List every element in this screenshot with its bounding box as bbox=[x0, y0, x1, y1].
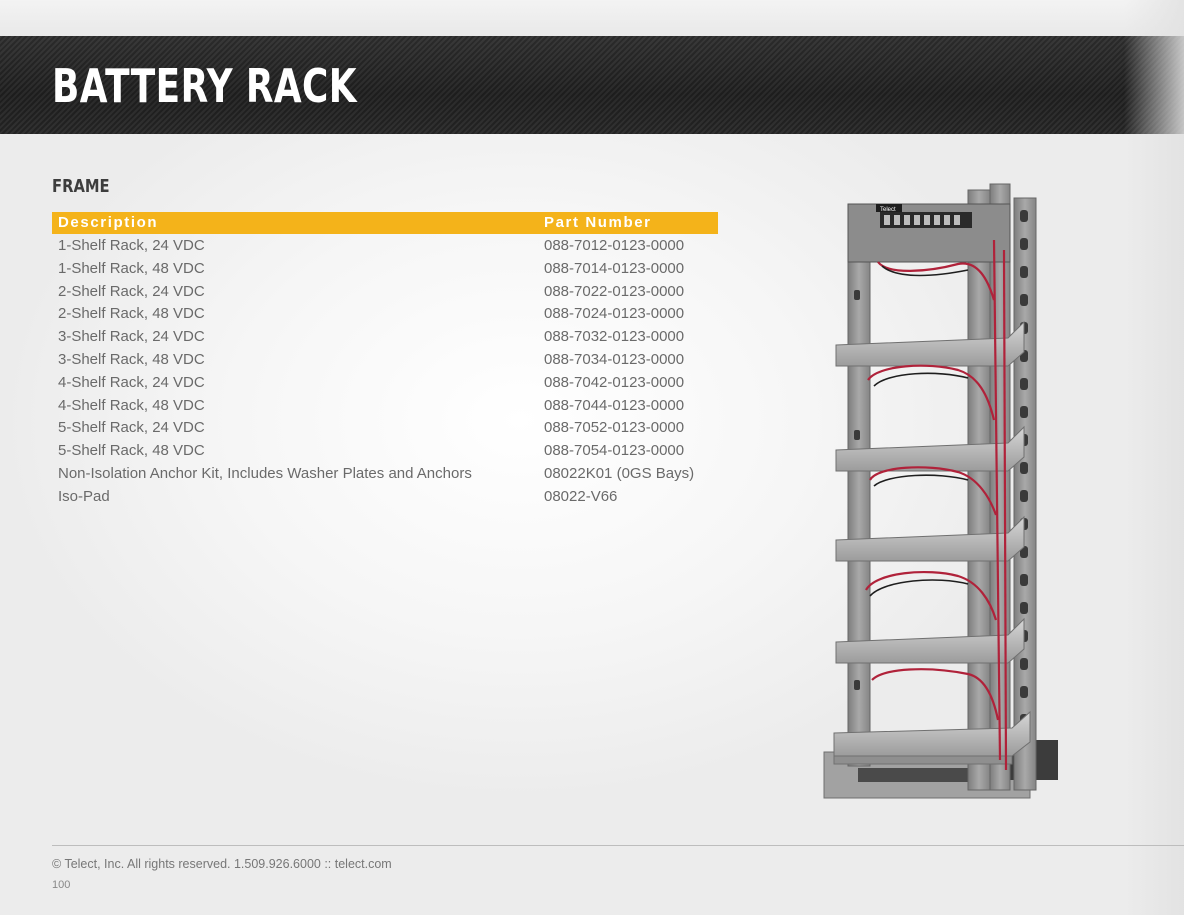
row-description: 1-Shelf Rack, 24 VDC bbox=[58, 237, 205, 254]
row-part-number: 08022K01 (0GS Bays) bbox=[544, 464, 695, 482]
row-description: 3-Shelf Rack, 24 VDC bbox=[58, 328, 205, 346]
row-part-number: 088-7022-0123-0000 bbox=[544, 282, 685, 300]
top-margin bbox=[0, 0, 1184, 36]
row-part-number: 088-7012-0123-0000 bbox=[544, 237, 685, 254]
page-title: BATTERY RACK bbox=[52, 59, 357, 113]
row-part-number: 088-7054-0123-0000 bbox=[544, 442, 685, 460]
row-description: Non-Isolation Anchor Kit, Includes Washe… bbox=[58, 464, 472, 482]
row-part-number: 088-7014-0123-0000 bbox=[544, 259, 685, 277]
table-row: 3-Shelf Rack, 48 VDC 088-7034-0123-0000 bbox=[52, 349, 718, 372]
header-band bbox=[0, 36, 1184, 134]
table-row: 3-Shelf Rack, 24 VDC 088-7032-0123-0000 bbox=[52, 326, 718, 349]
row-description: 2-Shelf Rack, 24 VDC bbox=[58, 282, 205, 300]
column-header-description: Description bbox=[58, 214, 159, 231]
table-row: 2-Shelf Rack, 24 VDC 088-7022-0123-0000 bbox=[52, 281, 718, 304]
page-number: 100 bbox=[52, 879, 71, 891]
row-part-number: 088-7024-0123-0000 bbox=[544, 305, 685, 323]
battery-rack-photo: Telect bbox=[823, 183, 1058, 799]
row-description: 1-Shelf Rack, 48 VDC bbox=[58, 259, 205, 277]
table-row: 5-Shelf Rack, 24 VDC 088-7052-0123-0000 bbox=[52, 417, 718, 440]
page-edge-shadow bbox=[1124, 0, 1184, 915]
row-part-number: 088-7044-0123-0000 bbox=[544, 396, 685, 414]
row-part-number: 088-7032-0123-0000 bbox=[544, 328, 685, 346]
table-row: 2-Shelf Rack, 48 VDC 088-7024-0123-0000 bbox=[52, 303, 718, 326]
row-description: 3-Shelf Rack, 48 VDC bbox=[58, 350, 205, 368]
row-part-number: 088-7042-0123-0000 bbox=[544, 373, 685, 391]
row-description: 4-Shelf Rack, 24 VDC bbox=[58, 373, 205, 391]
row-description: 4-Shelf Rack, 48 VDC bbox=[58, 396, 205, 414]
section-heading: FRAME bbox=[52, 176, 110, 197]
footer-divider bbox=[52, 845, 1184, 846]
row-description: 5-Shelf Rack, 48 VDC bbox=[58, 442, 205, 460]
row-description: Iso-Pad bbox=[58, 487, 110, 505]
table-row: Non-Isolation Anchor Kit, Includes Washe… bbox=[52, 463, 718, 486]
row-part-number: 088-7052-0123-0000 bbox=[544, 419, 685, 437]
table-row: 1-Shelf Rack, 48 VDC 088-7014-0123-0000 bbox=[52, 258, 718, 281]
column-header-part-number: Part Number bbox=[544, 214, 652, 231]
parts-table: 1-Shelf Rack, 24 VDC 088-7012-0123-0000 1… bbox=[52, 235, 718, 509]
table-row: Iso-Pad 08022-V66 bbox=[52, 486, 718, 509]
row-part-number: 08022-V66 bbox=[544, 487, 618, 505]
row-part-number: 088-7034-0123-0000 bbox=[544, 350, 685, 368]
table-row: 1-Shelf Rack, 24 VDC 088-7012-0123-0000 bbox=[52, 235, 718, 258]
rack-panel-label: Telect bbox=[880, 207, 896, 213]
row-description: 5-Shelf Rack, 24 VDC bbox=[58, 419, 205, 437]
table-header: Description Part Number bbox=[52, 212, 718, 234]
footer-copyright: © Telect, Inc. All rights reserved. 1.50… bbox=[52, 857, 392, 871]
table-row: 4-Shelf Rack, 24 VDC 088-7042-0123-0000 bbox=[52, 372, 718, 395]
table-row: 4-Shelf Rack, 48 VDC 088-7044-0123-0000 bbox=[52, 395, 718, 418]
table-row: 5-Shelf Rack, 48 VDC 088-7054-0123-0000 bbox=[52, 440, 718, 463]
row-description: 2-Shelf Rack, 48 VDC bbox=[58, 305, 205, 323]
